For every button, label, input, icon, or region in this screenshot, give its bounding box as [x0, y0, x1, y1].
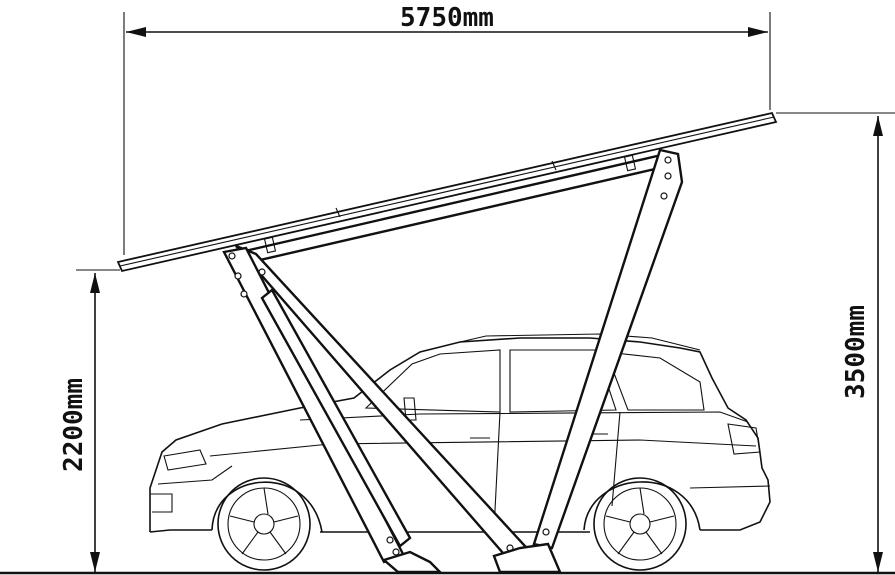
width-arrow-left — [126, 27, 146, 37]
car-front-arch — [211, 481, 323, 533]
right-column — [532, 148, 684, 550]
car-door-split-1 — [493, 411, 501, 531]
center-foot-plate — [492, 542, 562, 574]
clearance-arrow-bottom — [90, 552, 100, 572]
panel-joint-2 — [551, 160, 557, 171]
width-dimension: 5750mm — [123, 3, 771, 255]
car-front-wheel — [217, 477, 311, 571]
car-body-line — [209, 439, 757, 457]
rail-clamp-2 — [623, 154, 637, 172]
car-headlight — [163, 449, 207, 471]
right-column-body — [532, 148, 684, 550]
car-front-window — [364, 349, 501, 413]
car-door-split-2 — [611, 411, 621, 507]
car-front-lower — [149, 529, 212, 533]
left-foot-plate — [381, 550, 443, 574]
car-grille — [150, 493, 173, 513]
rail-beam — [230, 152, 670, 268]
cross-brace — [260, 288, 412, 548]
rail-beam-body — [230, 152, 670, 268]
clearance-height-label: 2200mm — [59, 378, 89, 472]
total-height-dimension: 3500mm — [776, 112, 895, 572]
car-rear-window — [509, 349, 617, 413]
total-height-arrow-bottom — [873, 552, 883, 572]
car-rear-arch — [583, 481, 701, 531]
car-rear-wheel — [593, 477, 687, 571]
total-height-arrow-top — [873, 116, 883, 136]
width-arrow-right — [748, 27, 768, 37]
panel-joint-1 — [335, 207, 341, 218]
clearance-arrow-top — [90, 273, 100, 293]
cross-brace-body — [260, 288, 412, 548]
car-belt-line — [299, 411, 749, 423]
clearance-height-dimension: 2200mm — [59, 269, 120, 572]
foot-plates — [381, 542, 562, 574]
car-roof-rail — [459, 333, 701, 351]
rail-clamp-1 — [263, 236, 277, 254]
car-taillight — [727, 423, 761, 455]
total-height-label: 3500mm — [841, 305, 871, 399]
car-rear-bumper-line — [689, 485, 771, 489]
width-label: 5750mm — [400, 3, 494, 33]
car-mirror — [403, 397, 417, 421]
car-quarter-window — [605, 351, 705, 411]
panel-edge-line — [119, 116, 775, 267]
solar-panel-roof — [116, 111, 778, 273]
car-bumper-line — [157, 465, 233, 485]
